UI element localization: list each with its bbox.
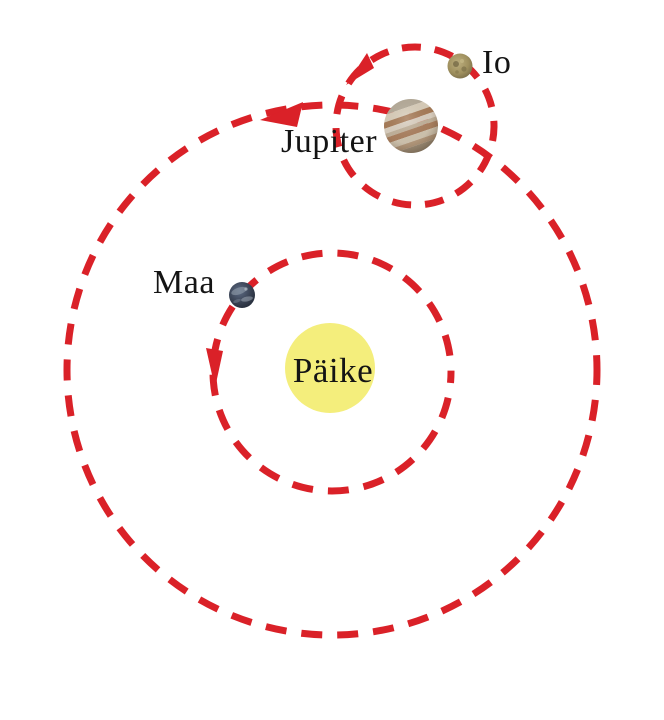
earth-orbit-arrow-icon [206,348,223,388]
io-label: Io [482,44,512,81]
sun-label: Päike [292,351,374,390]
sun-body [285,323,375,413]
jupiter-planet [384,99,438,153]
earth-orbit-path [209,249,455,495]
io-moon [447,53,473,79]
io-orbit-arrow-icon [346,53,374,85]
jupiter-label: Jupiter [281,123,378,160]
jupiter-orbit-arrow-icon [260,102,303,127]
jupiter-orbit-path [63,101,601,639]
io-orbit-path [332,43,498,209]
earth-label: Maa [153,264,215,301]
earth-planet [229,282,255,308]
